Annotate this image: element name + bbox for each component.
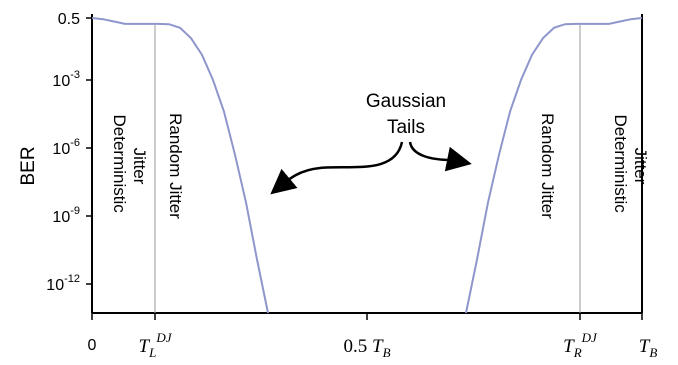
svg-text:TRDJ: TRDJ: [563, 330, 598, 360]
svg-text:10-12: 10-12: [46, 273, 80, 294]
annotation-gaussian: Gaussian: [366, 91, 446, 112]
svg-text:10-9: 10-9: [52, 205, 80, 226]
region-label-right-dj: Deterministic Jitter: [611, 115, 650, 218]
y-tick-0: 0.5: [58, 11, 92, 28]
region-label-right-rj: Random Jitter: [538, 113, 557, 219]
region-label-left-rj: Random Jitter: [166, 113, 185, 219]
region-label-left-dj: Deterministic Jitter: [110, 115, 149, 218]
x-tick-tl-dj: TLDJ: [139, 313, 173, 360]
svg-text:10-3: 10-3: [52, 69, 80, 90]
y-tick-2: 10-6: [52, 137, 92, 158]
y-axis-label: BER: [18, 146, 39, 185]
ber-curve-right: [465, 17, 643, 314]
arrow-right: [408, 141, 472, 172]
x-tick-tr-dj: TRDJ: [563, 313, 598, 360]
y-tick-3: 10-9: [52, 205, 92, 226]
svg-text:TB: TB: [639, 336, 658, 360]
annotation-tails: Tails: [387, 117, 425, 138]
svg-text:0.5 TB: 0.5 TB: [343, 336, 390, 360]
ber-curve-left: [91, 17, 269, 314]
y-tick-1: 10-3: [52, 69, 92, 90]
svg-text:0.5: 0.5: [58, 11, 80, 28]
y-tick-4: 10-12: [46, 273, 92, 294]
svg-text:0: 0: [88, 337, 97, 354]
arrow-left: [270, 141, 404, 195]
x-tick-tb: TB: [639, 313, 658, 360]
x-tick-half-tb: 0.5 TB: [343, 313, 391, 360]
svg-text:10-6: 10-6: [52, 137, 80, 158]
x-tick-0: 0: [88, 313, 97, 354]
svg-text:TLDJ: TLDJ: [139, 330, 173, 360]
